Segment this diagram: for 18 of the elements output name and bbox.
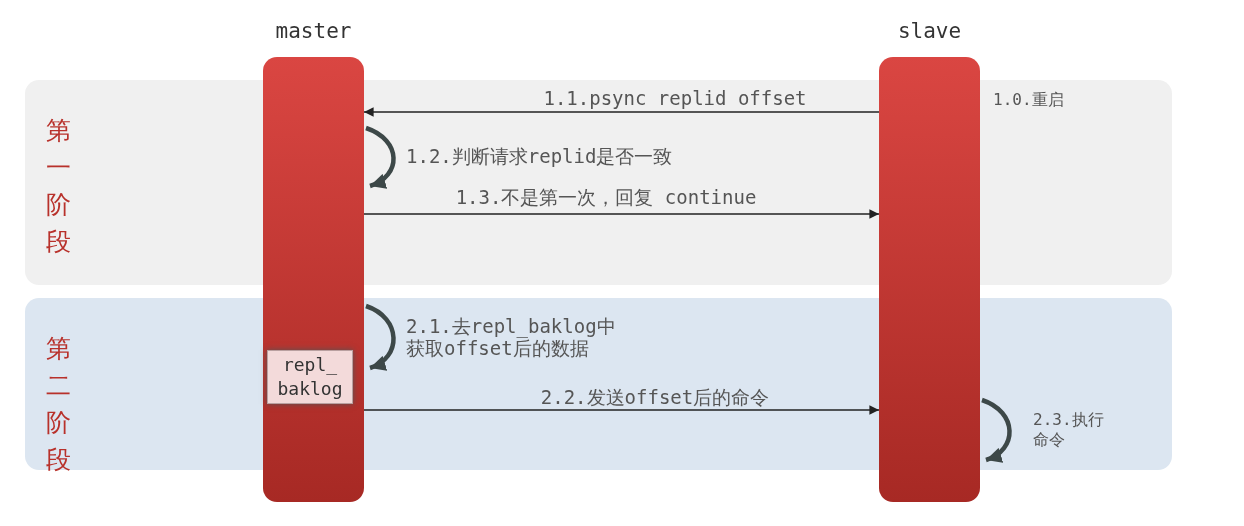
self-loop-arrow — [365, 125, 396, 189]
message-arrow — [363, 405, 880, 415]
message-label: 1.2.判断请求replid是否一致 — [406, 145, 673, 167]
lifeline-title: master — [274, 19, 353, 43]
message-label: 2.3.执行命令 — [1033, 410, 1105, 450]
message-arrow — [363, 209, 880, 219]
self-loop-arrow — [981, 397, 1012, 463]
message-label: 1.3.不是第一次，回复 continue — [455, 186, 757, 208]
message-label: 1.1.psync replid offset — [543, 87, 807, 109]
self-loop-arrow — [365, 303, 396, 371]
message-arrow — [363, 107, 880, 117]
phase-title: 第二阶段 — [41, 330, 75, 478]
phase-title: 第一阶段 — [41, 112, 75, 260]
buffer-box: repl_ baklog — [267, 350, 353, 404]
message-label: 2.2.发送offset后的命令 — [540, 386, 770, 408]
note-label: 1.0.重启 — [993, 89, 1064, 111]
lifeline-title: slave — [896, 19, 963, 43]
message-label: 2.1.去repl_baklog中获取offset后的数据 — [406, 315, 617, 359]
